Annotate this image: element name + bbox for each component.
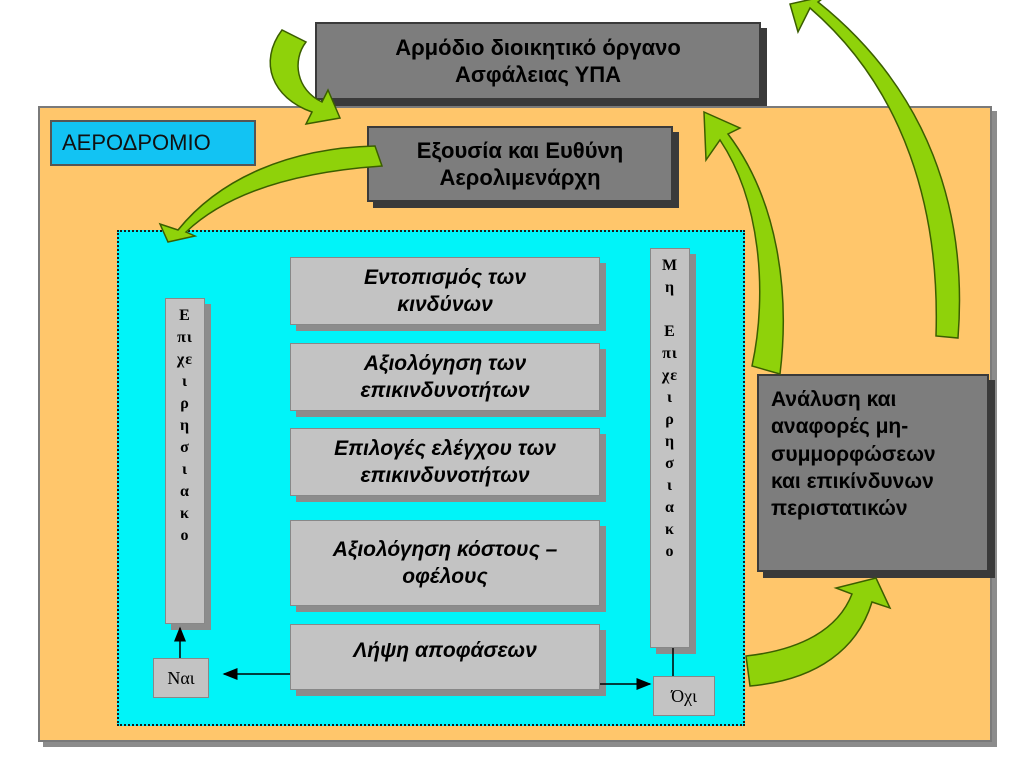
analysis-box: Ανάλυση και αναφορές μη- συμμορφώσεων κα… xyxy=(757,374,989,572)
green-arrow-authority-to-manager xyxy=(269,29,342,125)
step-risk-control-options: Επιλογές ελέγχου των επικινδυνοτήτων xyxy=(290,428,600,496)
operational-bar: Ε πι χε ι ρ η σ ι α κ ο xyxy=(165,298,205,624)
step-cost-benefit: Αξιολόγηση κόστους – οφέλους xyxy=(290,520,600,606)
airport-manager-box: Εξουσία και Ευθύνη Αερολιμενάρχη xyxy=(367,126,673,202)
yes-box: Ναι xyxy=(153,658,209,698)
green-arrow-to-manager xyxy=(703,110,784,375)
step-hazard-identification: Εντοπισμός των κινδύνων xyxy=(290,257,600,325)
green-arrow-no-to-analysis xyxy=(745,577,892,687)
non-operational-bar: Μ η Ε πι χε ι ρ η σ ι α κ ο xyxy=(650,248,690,648)
step-risk-assessment: Αξιολόγηση των επικινδυνοτήτων xyxy=(290,343,600,411)
green-arrow-manager-to-process xyxy=(158,145,384,243)
no-box: Όχι xyxy=(653,676,715,716)
authority-box: Αρμόδιο διοικητικό όργανο Ασφάλειας ΥΠΑ xyxy=(315,22,761,100)
airport-label: ΑΕΡΟΔΡΟΜΙΟ xyxy=(50,120,256,166)
green-arrow-up-to-authority xyxy=(789,0,961,339)
step-decision-making: Λήψη αποφάσεων xyxy=(290,624,600,690)
